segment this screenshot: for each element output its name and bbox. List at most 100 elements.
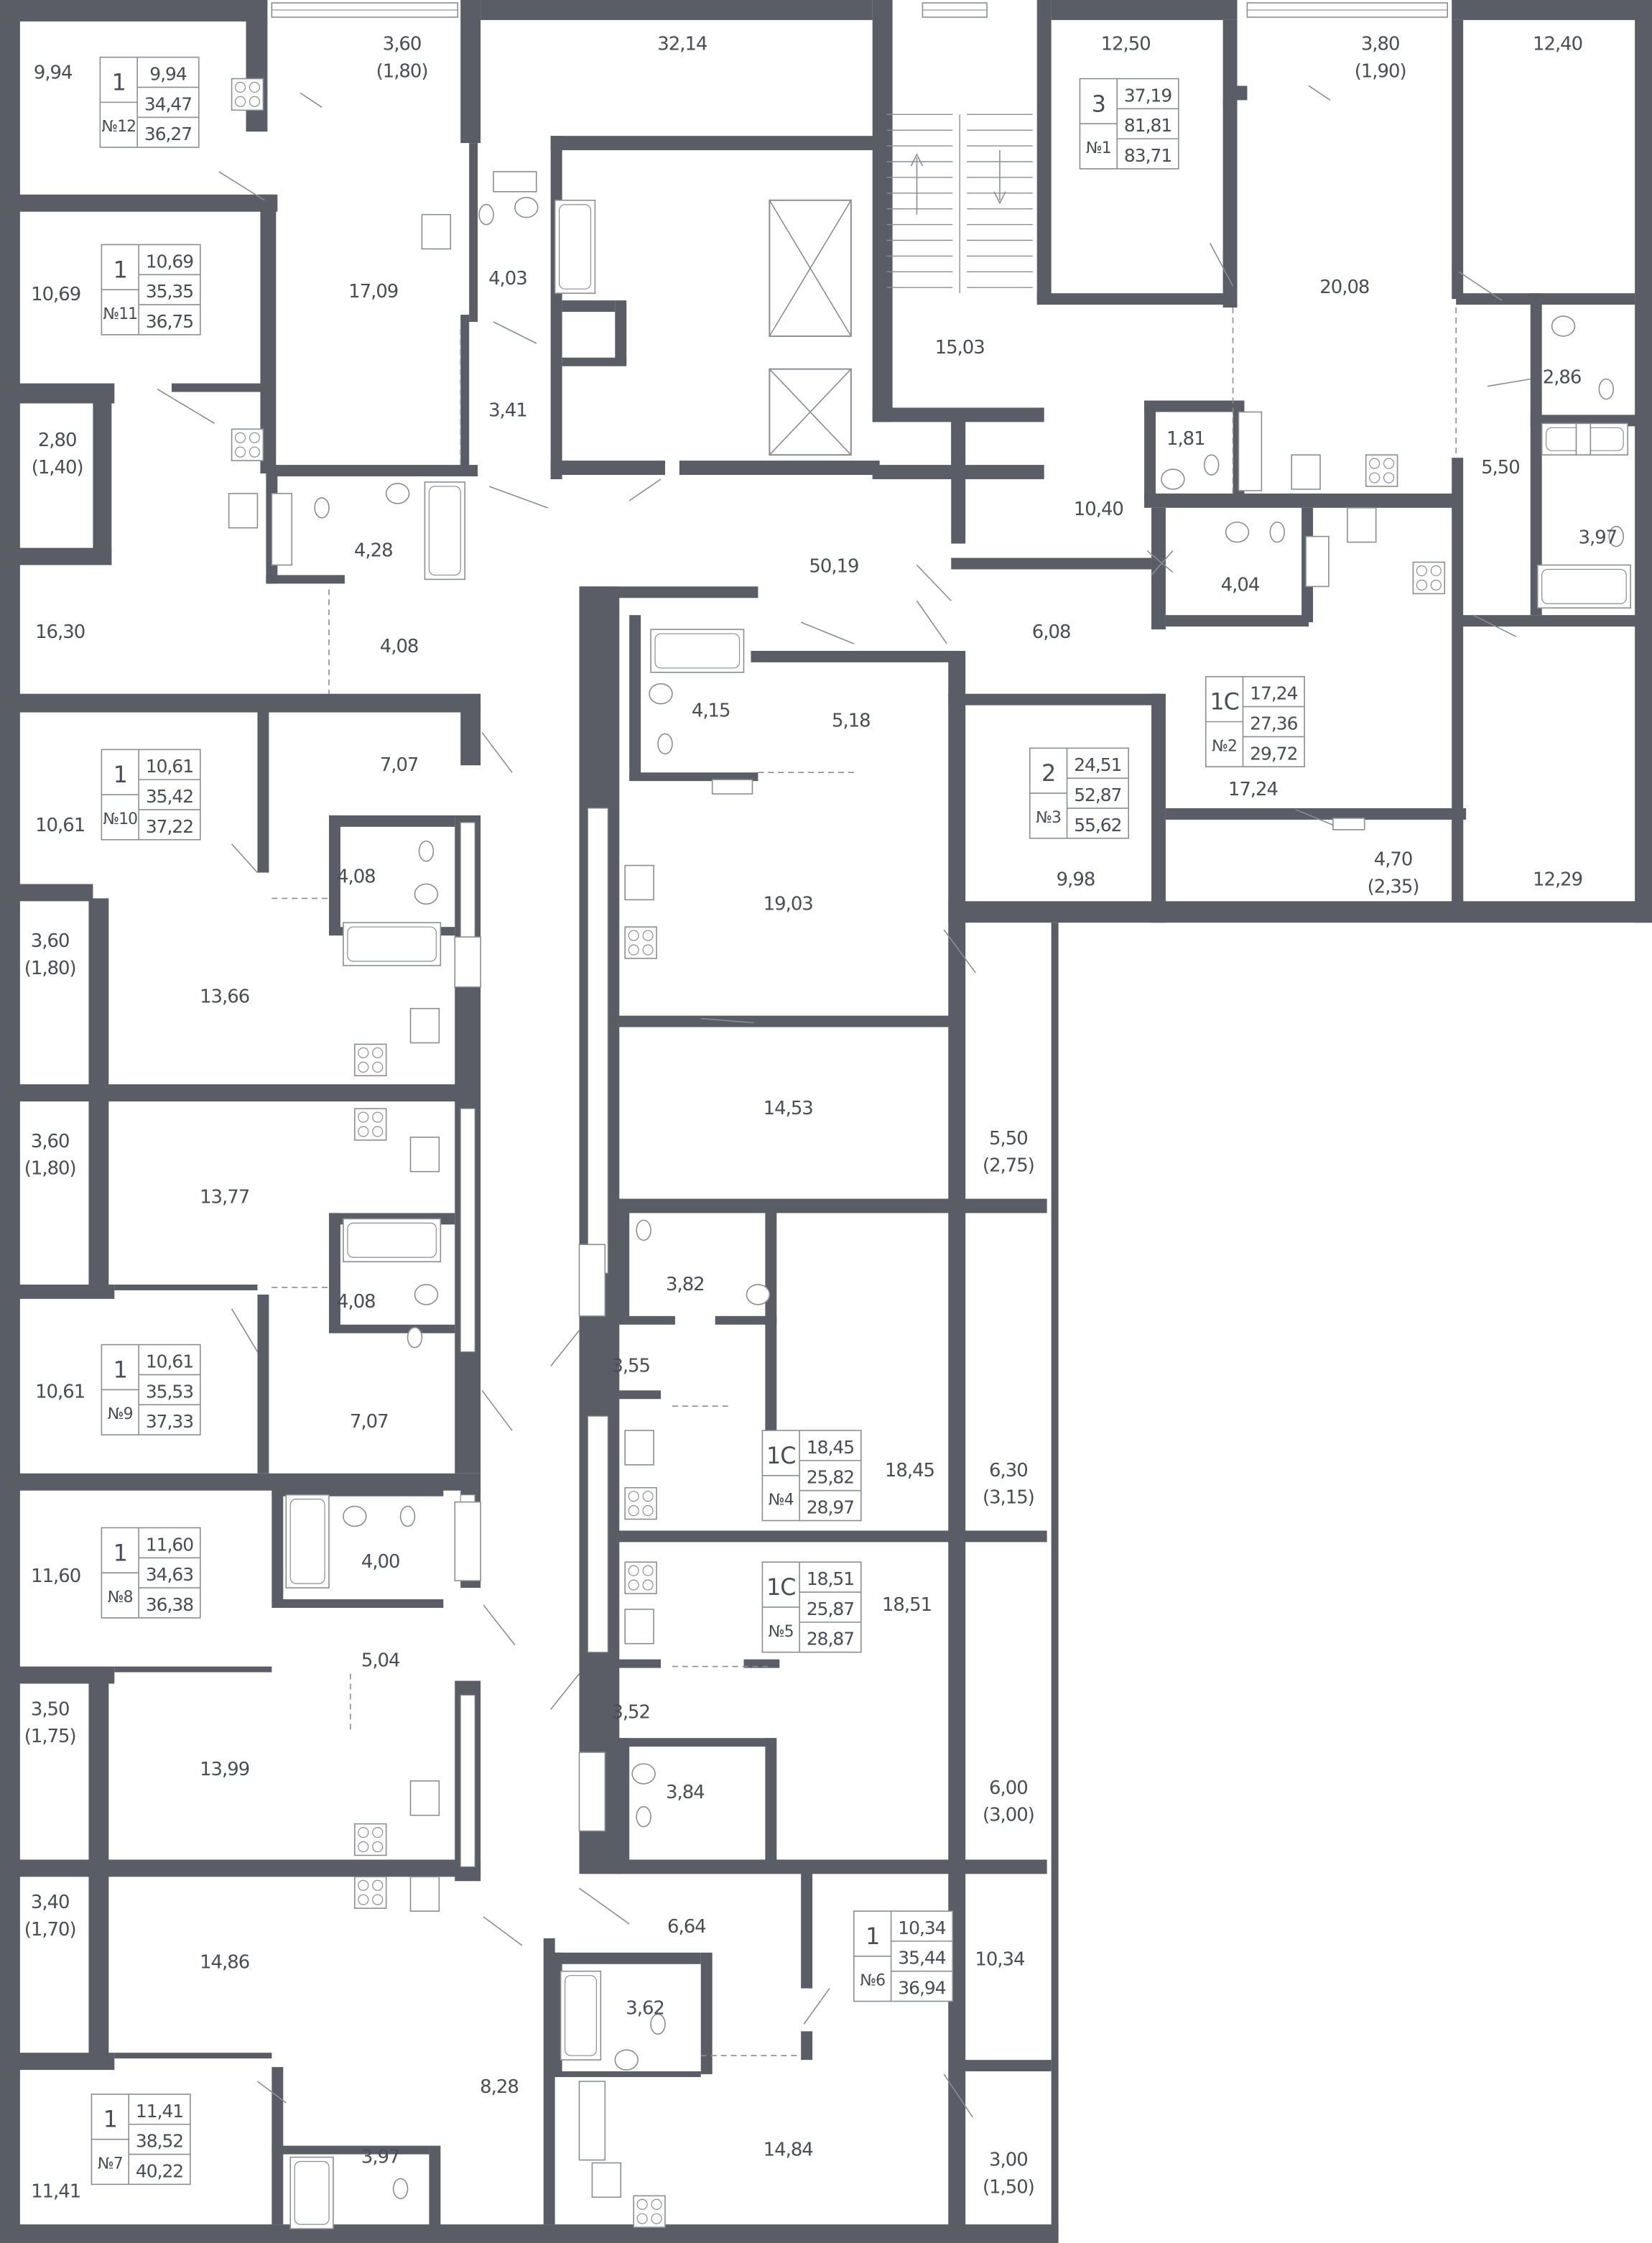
apartment-number: №11 bbox=[103, 305, 137, 323]
apartment-total-area-with-balcony: 40,22 bbox=[136, 2160, 183, 2181]
burner bbox=[628, 1565, 639, 1576]
wall bbox=[460, 315, 470, 473]
wall bbox=[618, 1198, 1047, 1213]
room-area-label: 7,07 bbox=[350, 1411, 389, 1433]
wall bbox=[1165, 615, 1309, 627]
room-area-label: 17,24 bbox=[1228, 779, 1279, 800]
burner bbox=[358, 1894, 369, 1905]
room-area-label: 14,84 bbox=[764, 2140, 814, 2161]
wall bbox=[1165, 808, 1467, 820]
apartment-living-area: 9,94 bbox=[149, 64, 187, 85]
door-swing-icon bbox=[700, 1017, 754, 1024]
burner bbox=[628, 930, 639, 941]
apartment-living-area: 10,69 bbox=[146, 251, 193, 272]
kitchen-sink-icon bbox=[624, 1430, 654, 1466]
door-swing-icon bbox=[157, 388, 215, 425]
wall bbox=[0, 1284, 115, 1299]
apartment-total-area-with-balcony: 28,97 bbox=[807, 1497, 854, 1518]
burner bbox=[234, 81, 246, 93]
bathtub-icon bbox=[1536, 564, 1631, 609]
wall bbox=[550, 1952, 701, 1964]
closet-unit bbox=[1332, 818, 1365, 831]
apartment-total-area: 27,36 bbox=[1250, 713, 1297, 734]
sink-icon bbox=[1161, 468, 1185, 490]
apartment-living-area: 11,60 bbox=[146, 1534, 193, 1555]
apartment-total-area: 52,87 bbox=[1074, 785, 1121, 805]
apartment-total-area: 35,53 bbox=[146, 1381, 193, 1402]
wall bbox=[257, 1294, 269, 1474]
burner bbox=[358, 1126, 369, 1137]
apartment-living-area: 37,19 bbox=[1124, 85, 1171, 106]
room-area-label: 4,15 bbox=[692, 700, 730, 722]
room-area-label: 2,80 bbox=[38, 430, 77, 451]
balcony-reduced-area-label: (1,90) bbox=[1355, 61, 1406, 83]
room-area-label: 4,28 bbox=[354, 540, 393, 562]
room-area-label: 4,04 bbox=[1221, 574, 1260, 596]
kitchen-sink-icon bbox=[228, 493, 259, 529]
room-area-label: 5,50 bbox=[989, 1128, 1028, 1150]
apartment-total-area: 38,52 bbox=[136, 2131, 183, 2152]
wall bbox=[1452, 0, 1652, 20]
stove-icon bbox=[633, 2195, 666, 2228]
closet-unit bbox=[1238, 411, 1263, 491]
wall bbox=[93, 403, 112, 565]
closet-unit bbox=[454, 936, 481, 988]
apartment-total-area-with-balcony: 83,71 bbox=[1124, 145, 1171, 166]
door-swing-icon bbox=[628, 478, 662, 501]
wall bbox=[0, 1084, 458, 1102]
room-area-label: 12,50 bbox=[1101, 34, 1151, 55]
burner bbox=[234, 446, 246, 458]
door-swing-icon bbox=[916, 564, 952, 601]
wall bbox=[679, 461, 880, 476]
wall bbox=[1222, 19, 1238, 106]
burner bbox=[249, 96, 261, 107]
sink-icon bbox=[1225, 521, 1250, 543]
apartment-living-area: 10,61 bbox=[146, 756, 193, 777]
toilet-icon bbox=[1608, 525, 1624, 547]
apartment-number: №1 bbox=[1086, 139, 1111, 157]
bathtub-inner bbox=[564, 1975, 597, 2056]
bathtub-icon bbox=[650, 629, 745, 673]
door-swing-icon bbox=[256, 2081, 287, 2104]
sink-icon bbox=[746, 1284, 771, 1305]
room-area-label: 3,84 bbox=[666, 1782, 705, 1803]
burner bbox=[358, 1841, 369, 1853]
burner bbox=[642, 1505, 654, 1517]
burner bbox=[1383, 472, 1395, 484]
wall bbox=[1456, 293, 1635, 305]
stove-icon bbox=[354, 1043, 387, 1077]
room-area-label: 10,61 bbox=[35, 1381, 85, 1402]
wall bbox=[629, 615, 641, 780]
sink-icon bbox=[343, 1505, 367, 1527]
balcony-reduced-area-label: (3,15) bbox=[983, 1487, 1034, 1509]
wall bbox=[1051, 0, 1238, 20]
door-swing-icon bbox=[481, 731, 513, 773]
kitchen-sink-icon bbox=[624, 864, 654, 901]
burner bbox=[372, 1894, 384, 1905]
stair-down-arrow-head bbox=[993, 191, 1006, 205]
burner bbox=[372, 1841, 384, 1853]
stove-icon bbox=[1365, 454, 1398, 487]
room-area-label: 32,14 bbox=[657, 34, 707, 55]
room-area-label: 4,08 bbox=[337, 866, 376, 887]
kitchen-sink-icon bbox=[409, 1876, 440, 1912]
bathtub-icon bbox=[285, 1494, 330, 1588]
kitchen-sink-icon bbox=[591, 2162, 622, 2198]
wall bbox=[629, 772, 758, 782]
apartment-total-area-with-balcony: 29,72 bbox=[1250, 743, 1297, 764]
room-area-label: 4,03 bbox=[488, 268, 527, 290]
apartment-info-boxes: 1№129,9434,4736,271№1110,6935,3536,753№1… bbox=[91, 56, 1305, 2186]
apartment-total-area: 25,82 bbox=[807, 1467, 854, 1488]
burner bbox=[1416, 565, 1427, 577]
fixtures bbox=[157, 78, 1631, 2229]
vent-shaft bbox=[460, 1694, 475, 1867]
wall bbox=[0, 1859, 481, 1877]
room-area-label: 11,41 bbox=[31, 2180, 80, 2202]
burner bbox=[358, 1061, 369, 1073]
wall bbox=[114, 1666, 272, 1673]
burner bbox=[372, 1126, 384, 1137]
burner bbox=[628, 1491, 639, 1502]
wall bbox=[1233, 85, 1248, 101]
burner bbox=[636, 2198, 648, 2210]
